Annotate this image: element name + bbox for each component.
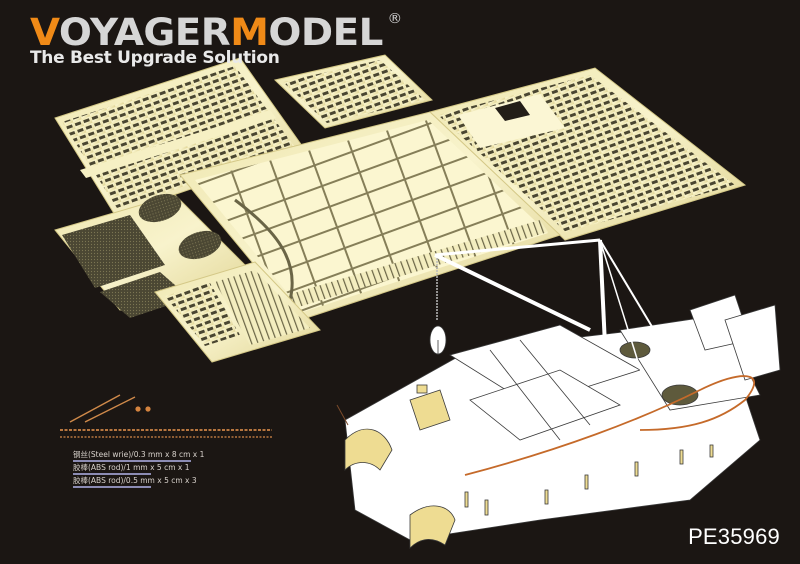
material-item: 钢丝(Steel wrie)/0.3 mm x 8 cm x 1 xyxy=(73,450,204,463)
fret-top-middle xyxy=(273,54,433,129)
wire-and-rods xyxy=(60,394,272,438)
fret-bottom-small xyxy=(154,261,321,363)
fret-top-left xyxy=(54,57,306,216)
brand-letter-v: V xyxy=(30,11,59,54)
brand-text-odel: ODEL xyxy=(268,11,383,54)
vehicle-illustration xyxy=(336,238,781,549)
brand-letter-m: M xyxy=(230,11,269,54)
underline-divider xyxy=(73,486,151,488)
materials-list: 钢丝(Steel wrie)/0.3 mm x 8 cm x 1 胶棒(ABS … xyxy=(73,450,204,489)
material-label: 胶棒(ABS rod)/0.5 mm x 5 cm x 3 xyxy=(73,476,197,485)
brand-logo: VOYAGERMODEL ® xyxy=(30,11,402,54)
brand-text-oyager: OYAGER xyxy=(58,11,231,54)
underline-divider xyxy=(73,460,191,462)
registered-mark: ® xyxy=(387,11,403,27)
fret-top-right xyxy=(429,67,747,241)
fret-center xyxy=(179,111,561,321)
material-item: 胶棒(ABS rod)/0.5 mm x 5 cm x 3 xyxy=(73,476,204,489)
brand-tagline: The Best Upgrade Solution xyxy=(30,48,280,68)
material-item: 胶棒(ABS rod)/1 mm x 5 cm x 1 xyxy=(73,463,204,476)
underline-divider xyxy=(73,473,151,475)
material-label: 钢丝(Steel wrie)/0.3 mm x 8 cm x 1 xyxy=(73,450,205,459)
material-label: 胶棒(ABS rod)/1 mm x 5 cm x 1 xyxy=(73,463,190,472)
product-code: PE35969 xyxy=(688,524,780,549)
